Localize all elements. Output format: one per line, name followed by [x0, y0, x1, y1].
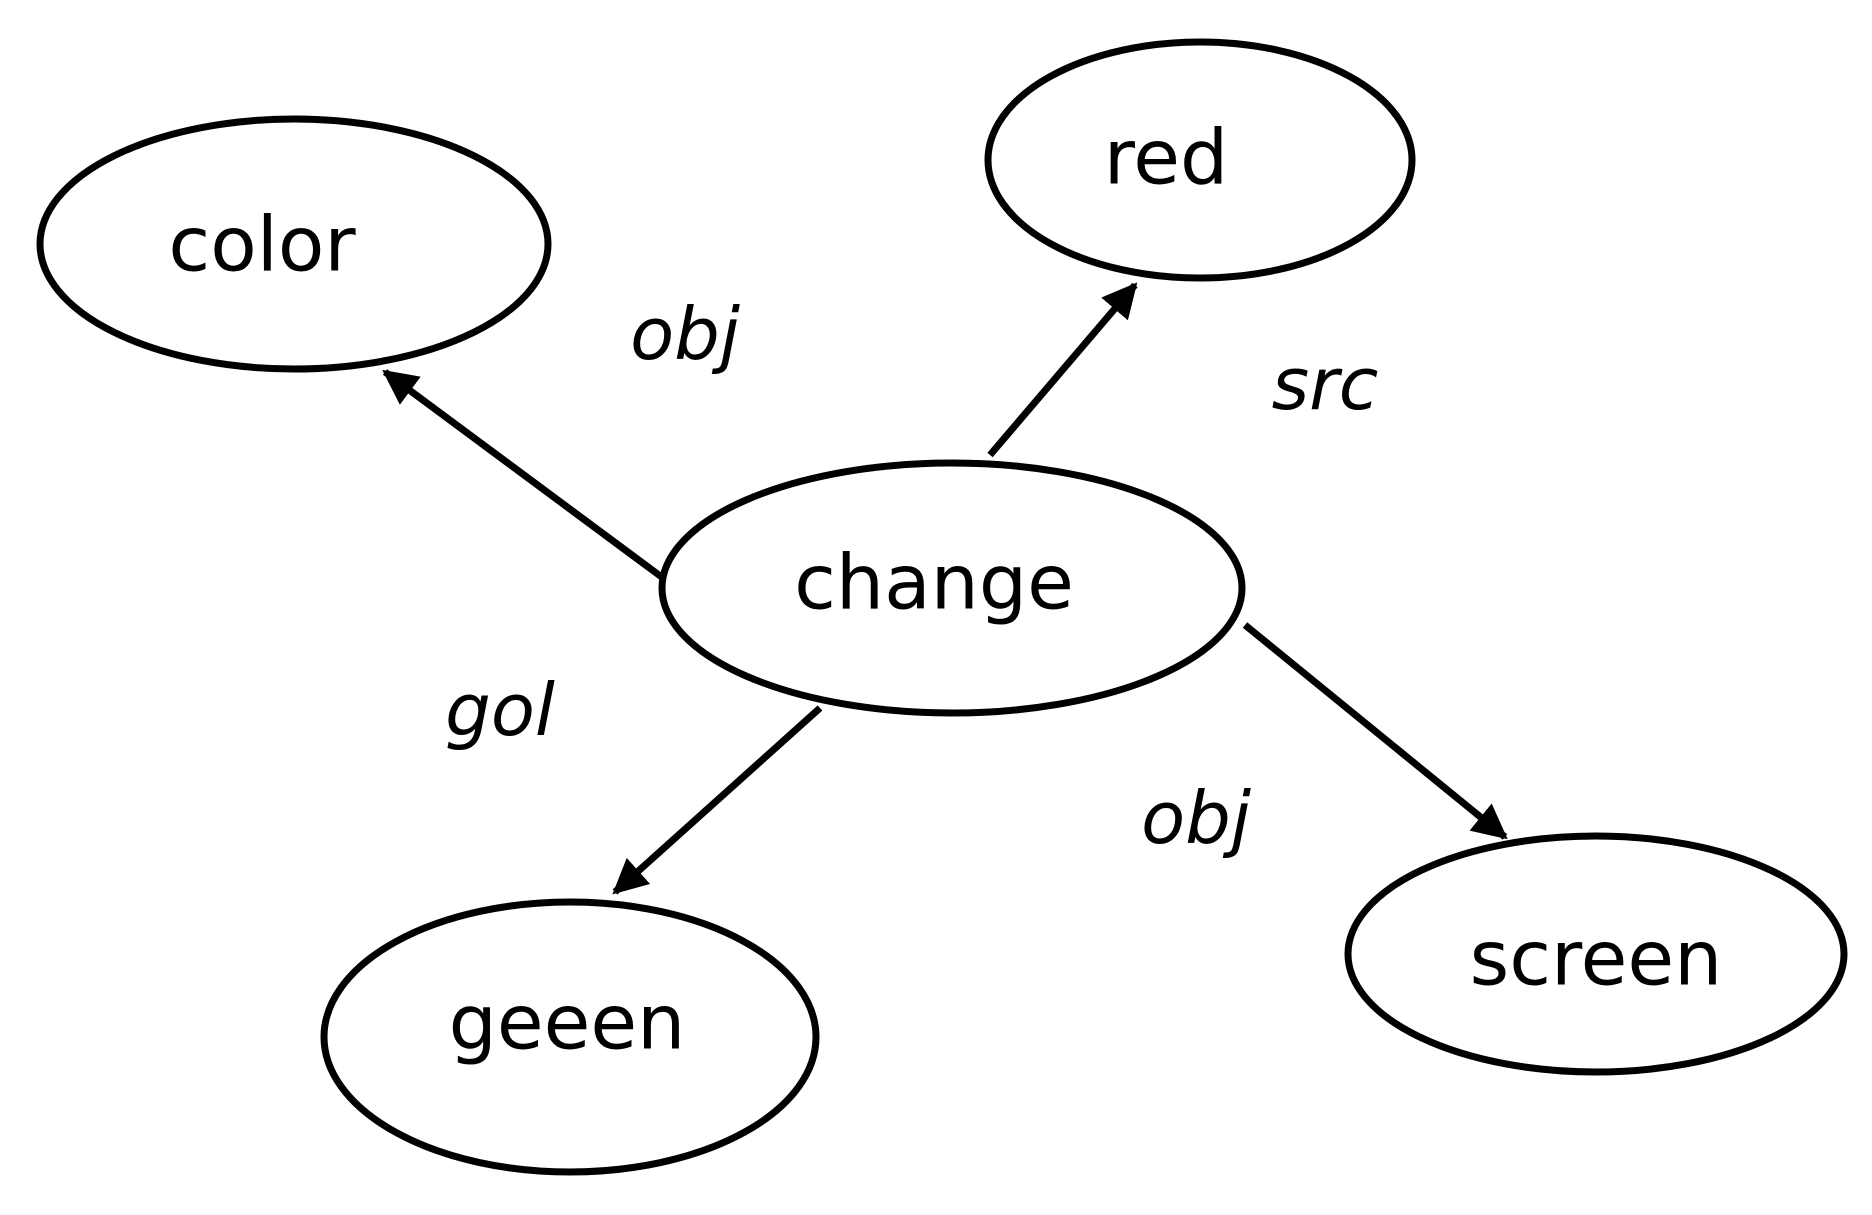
node-color-ellipse — [36, 115, 552, 373]
node-change-ellipse — [658, 459, 1246, 717]
edge-change-to-geeen — [612, 705, 823, 895]
node-red-label: red — [1104, 113, 1229, 202]
node-screen-ellipse — [1344, 832, 1848, 1076]
edge-change-to-screen — [1242, 622, 1508, 840]
node-geeen-ellipse — [320, 898, 820, 1176]
node-change: change — [658, 459, 1246, 717]
node-color: color — [36, 115, 552, 373]
node-geeen: geeen — [320, 898, 820, 1176]
edge-label-change-screen: obj — [1141, 776, 1251, 860]
edge-label-change-red: src — [1272, 342, 1379, 426]
node-change-label: change — [794, 538, 1074, 627]
node-geeen-label: geeen — [449, 978, 686, 1067]
edge-label-change-geeen: gol — [445, 668, 555, 752]
node-red: red — [984, 38, 1416, 282]
node-screen: screen — [1344, 832, 1848, 1076]
edge-change-to-red — [987, 282, 1138, 458]
node-screen-label: screen — [1470, 914, 1723, 1003]
node-red-ellipse — [984, 38, 1416, 282]
edge-label-change-color: obj — [630, 292, 740, 376]
edge-change-to-color — [382, 369, 666, 581]
node-color-label: color — [168, 200, 356, 289]
